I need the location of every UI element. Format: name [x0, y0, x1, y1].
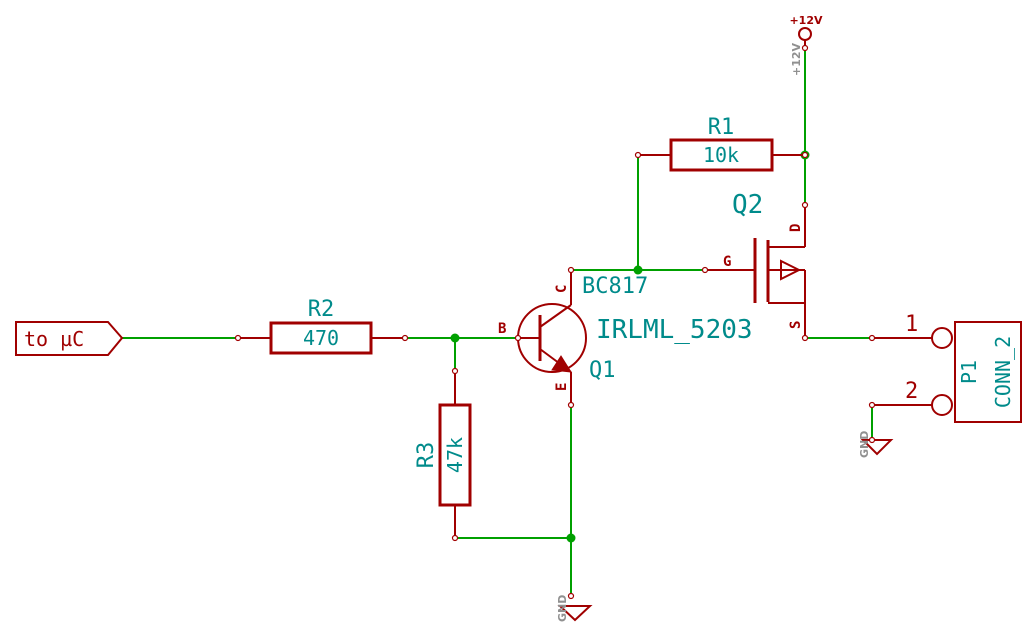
- global-label-to-uc[interactable]: to µC: [15, 321, 124, 356]
- q1-pin-label-base: B: [498, 321, 506, 337]
- q2-reference: Q2: [732, 190, 763, 220]
- vcc-label: +12V: [789, 14, 823, 27]
- p1-reference: P1: [957, 360, 981, 384]
- q1-pin-label-emitter: E: [554, 383, 570, 391]
- power-vcc[interactable]: +12V +12V: [789, 14, 823, 76]
- q2-body-arrow-icon: [780, 259, 802, 281]
- p1-pad-2: [868, 401, 876, 409]
- p1-body: [954, 321, 1022, 423]
- q1-value: BC817: [582, 274, 648, 299]
- r2-reference: R2: [308, 297, 335, 322]
- wires: [121, 47, 873, 597]
- q1-pad-collector: [567, 266, 575, 274]
- mosfet-q2[interactable]: G D S Q2 IRLML_5203: [596, 190, 809, 345]
- q2-value: IRLML_5203: [596, 315, 753, 345]
- power-gnd-p1[interactable]: GND: [858, 431, 894, 458]
- r2-value: 470: [303, 326, 339, 350]
- p1-pin-number-2: 2: [905, 379, 918, 404]
- r3-reference: R3: [414, 442, 439, 469]
- vcc-symbol-icon: [798, 27, 812, 41]
- junction-gate: [633, 265, 643, 275]
- resistor-r1[interactable]: R1 10k: [634, 115, 809, 172]
- q2-pad-drain: [801, 201, 809, 209]
- gnd-p1-symbol-icon: [860, 439, 894, 456]
- q2-pin-label-source: S: [788, 321, 804, 329]
- r1-pad-2: [801, 151, 809, 159]
- r2-body: [269, 321, 373, 355]
- q2-pad-gate: [701, 266, 709, 274]
- vcc-value: +12V: [790, 42, 803, 76]
- r2-pad-1: [234, 334, 242, 342]
- p1-terminal-1-icon: [931, 327, 953, 349]
- r1-value: 10k: [703, 143, 739, 167]
- r3-pad-2: [451, 534, 459, 542]
- gnd-q1-label: GND: [556, 595, 569, 622]
- q1-pin-label-collector: C: [554, 285, 570, 293]
- q2-pin-label-gate: G: [723, 254, 731, 270]
- gnd-p1-pad: [868, 436, 876, 444]
- q2-pin-label-drain: D: [788, 224, 804, 232]
- r3-value: 47k: [443, 437, 467, 473]
- p1-value: CONN_2: [991, 336, 1015, 408]
- q2-pad-source: [801, 334, 809, 342]
- r3-body: [438, 403, 472, 507]
- r3-pad-1: [451, 367, 459, 375]
- q1-reference: Q1: [589, 358, 616, 383]
- p1-pad-1: [868, 334, 876, 342]
- q1-emitter-arrow-icon: [551, 355, 572, 373]
- connector-p1[interactable]: 1 2 P1 CONN_2: [868, 312, 1022, 423]
- gnd-q1-symbol-icon: [557, 605, 593, 622]
- r1-pad-1: [634, 151, 642, 159]
- p1-pin-number-1: 1: [905, 312, 918, 337]
- power-gnd-q1[interactable]: GND: [556, 592, 593, 623]
- q1-collector-lead: [539, 304, 572, 328]
- global-label-text: to µC: [24, 327, 84, 351]
- resistor-r2[interactable]: R2 470: [234, 297, 409, 355]
- junctions: [450, 150, 810, 543]
- transistor-q1[interactable]: B C E Q1 BC817: [498, 266, 648, 409]
- r1-reference: R1: [708, 115, 735, 140]
- junction-emitter: [566, 533, 576, 543]
- r1-body: [669, 138, 774, 172]
- q1-pad-emitter: [567, 401, 575, 409]
- gnd-p1-label: GND: [858, 431, 871, 458]
- r2-pad-2: [401, 334, 409, 342]
- global-label-outline: [15, 321, 124, 356]
- resistor-r3[interactable]: R3 47k: [414, 367, 472, 542]
- junction-base: [450, 333, 460, 343]
- q1-pad-base: [514, 334, 522, 342]
- p1-terminal-2-icon: [931, 394, 953, 416]
- gnd-q1-pad: [567, 592, 575, 600]
- vcc-pad: [801, 44, 809, 52]
